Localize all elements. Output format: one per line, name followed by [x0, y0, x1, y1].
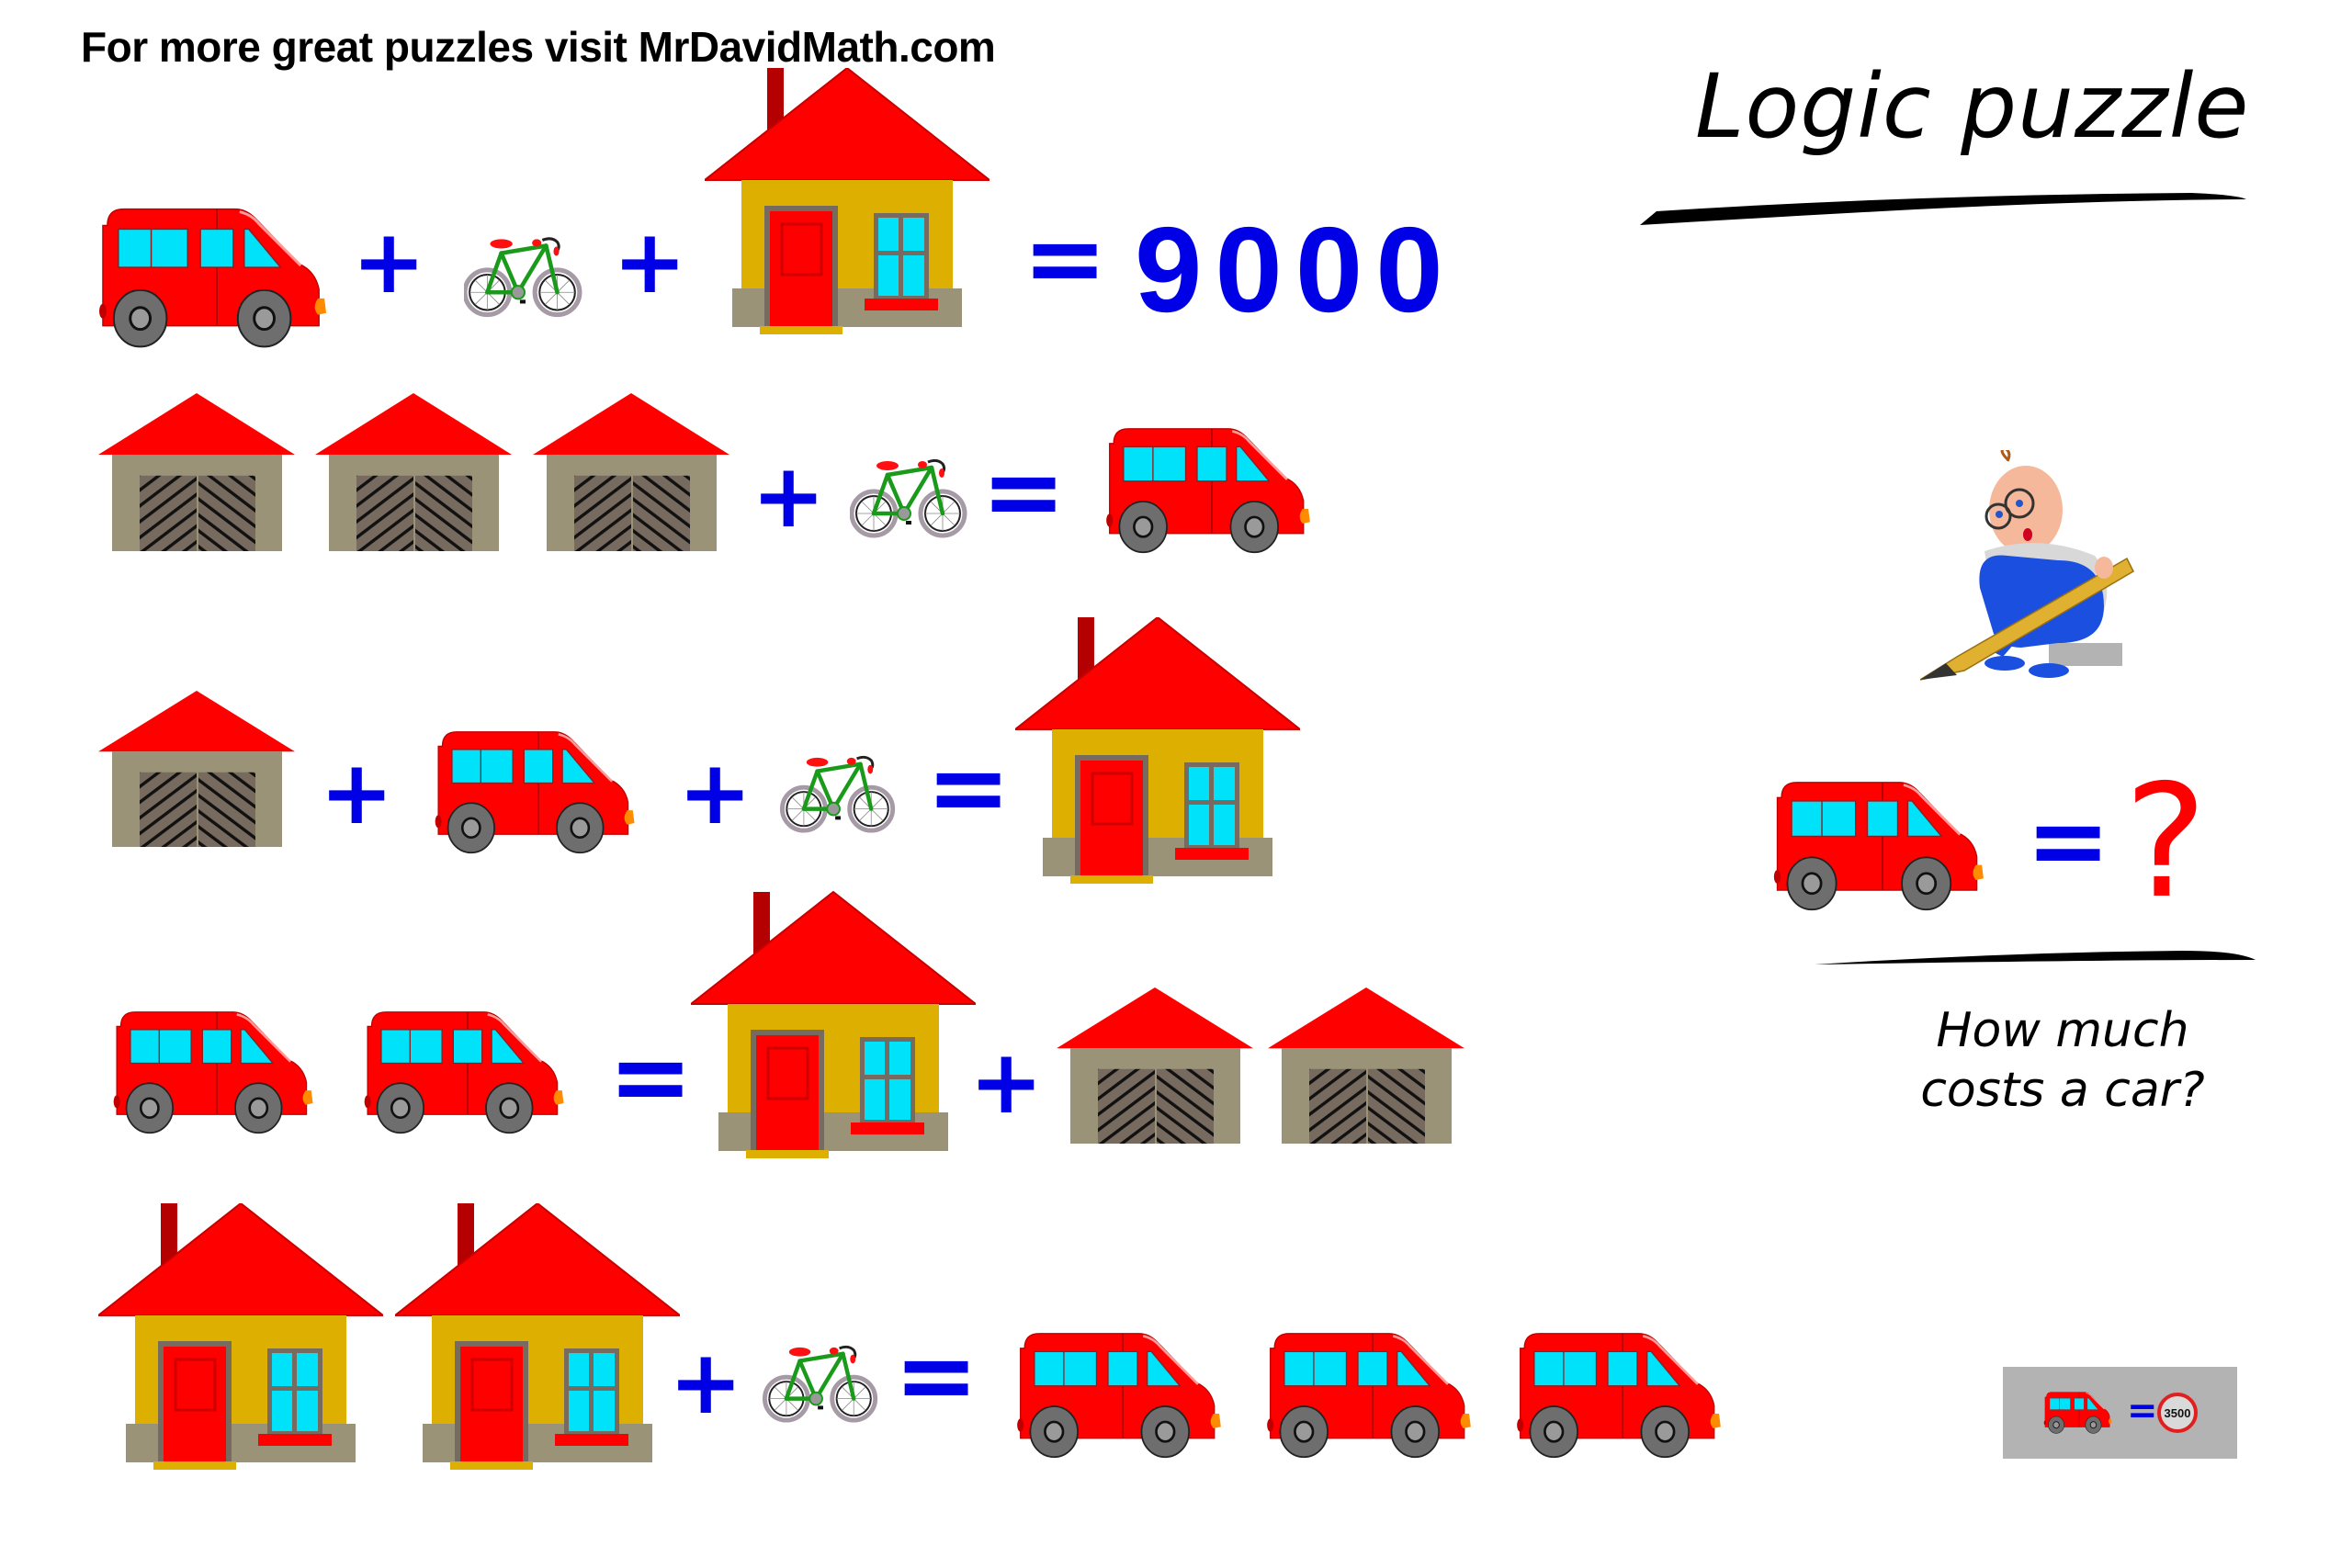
- equals-sign: =: [894, 1316, 979, 1434]
- puzzle-title: Logic puzzle: [1695, 55, 2250, 158]
- car-icon: [420, 730, 657, 854]
- garage-icon: [98, 691, 295, 847]
- question-text: How much costs a car?: [1865, 1001, 2260, 1121]
- garage-icon: [1057, 987, 1253, 1144]
- garage-icon: [315, 393, 512, 551]
- garage-icon: [533, 393, 729, 551]
- bicycle-icon: [763, 1343, 882, 1424]
- equals-sign: =: [981, 433, 1067, 550]
- answer-box: = 3500: [2003, 1367, 2237, 1459]
- house-icon: [691, 891, 976, 1159]
- plus-sign: +: [669, 1331, 743, 1434]
- house-icon: [98, 1203, 383, 1470]
- plus-sign: +: [352, 210, 426, 313]
- bicycle-icon: [779, 753, 900, 834]
- plus-sign: +: [752, 445, 826, 547]
- equals-sign: =: [608, 1018, 694, 1135]
- house-icon: [395, 1203, 680, 1470]
- title-underline: [1640, 193, 2246, 225]
- car-icon: [1004, 1332, 1241, 1459]
- website-banner: For more great puzzles visit MrDavidMath…: [81, 23, 996, 71]
- car-icon: [349, 1010, 586, 1134]
- equals-sign: =: [2127, 1390, 2158, 1432]
- house-icon: [1015, 617, 1300, 884]
- equals-sign: =: [1023, 199, 1108, 317]
- question-line-2: costs a car?: [1920, 1063, 2205, 1118]
- garage-icon: [98, 393, 295, 551]
- car-icon: [1764, 781, 2001, 911]
- car-icon: [98, 1010, 335, 1134]
- equals-sign: =: [2026, 782, 2111, 899]
- question-underline: [1815, 951, 2256, 964]
- plus-sign: +: [320, 741, 394, 844]
- question-mark: ?: [2124, 751, 2208, 933]
- plus-sign: +: [613, 210, 687, 313]
- plus-sign: +: [678, 741, 752, 844]
- bicycle-icon: [850, 457, 971, 539]
- equals-sign: =: [926, 728, 1012, 846]
- car-icon: [2041, 1392, 2117, 1434]
- thinking-man-illustration: [1920, 450, 2134, 681]
- car-icon: [1093, 427, 1330, 554]
- bicycle-icon: [464, 234, 585, 319]
- car-icon: [98, 207, 335, 349]
- house-icon: [705, 68, 989, 334]
- question-line-1: How much: [1936, 1003, 2189, 1058]
- plus-sign: +: [969, 1031, 1044, 1134]
- car-icon: [1254, 1332, 1491, 1459]
- answer-value-badge: 3500: [2157, 1393, 2198, 1433]
- car-icon: [1504, 1332, 1741, 1459]
- garage-icon: [1268, 987, 1464, 1144]
- result-value: 9000: [1135, 202, 1456, 337]
